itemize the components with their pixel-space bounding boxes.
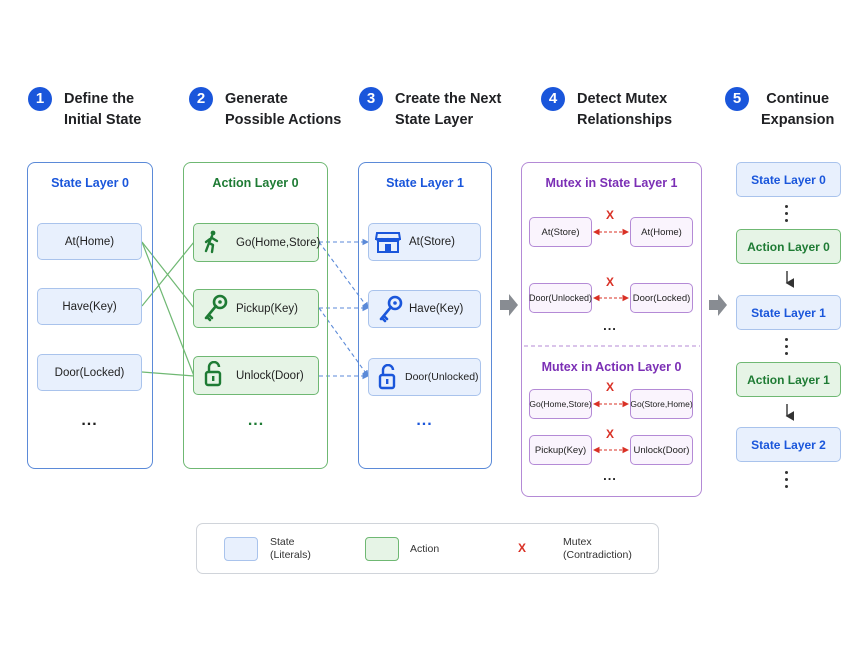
state-at-store-label: At(Store) <box>409 236 456 248</box>
legend-state-swatch <box>224 537 258 561</box>
unlocked-padlock-icon <box>204 361 222 387</box>
mutex-action-pair-1-left: Go(Home,Store) <box>529 389 592 419</box>
step-1-title-line2: Initial State <box>64 112 142 128</box>
expansion-state-layer-2: State Layer 2 <box>736 427 841 462</box>
mutex-action-more: ... <box>603 468 617 483</box>
legend-mutex-x: X <box>518 541 527 555</box>
legend-state-label: State (Literals) <box>270 536 311 562</box>
store-icon <box>375 232 401 253</box>
expansion-ellipsis-3 <box>785 471 789 492</box>
expansion-ellipsis-2 <box>785 338 789 359</box>
expansion-ellipsis-1 <box>785 205 789 226</box>
action-unlock-label: Unlock(Door) <box>236 369 304 382</box>
step-5-title: Continue Expansion <box>761 89 834 131</box>
mutex-x-mark: X <box>606 208 615 222</box>
step-4-title: Detect Mutex Relationships <box>577 89 672 131</box>
mutex-action-pair-2-right: Unlock(Door) <box>630 435 693 465</box>
state-layer-1-more: ... <box>416 412 433 429</box>
step-4-title-line2: Relationships <box>577 112 673 128</box>
step-2-title-line1: Generate <box>225 91 288 107</box>
mutex-x-mark: X <box>606 427 615 441</box>
mutex-state-pair-1-right: At(Home) <box>630 217 693 247</box>
walking-person-icon <box>204 230 219 254</box>
mutex-x-mark: X <box>606 275 615 289</box>
precondition-links <box>141 241 195 377</box>
key-icon <box>379 295 403 323</box>
expansion-state-layer-1: State Layer 1 <box>736 295 841 330</box>
legend-mutex-line2: (Contradiction) <box>563 549 632 561</box>
action-go-home-store: Go(Home,Store) <box>193 223 321 262</box>
key-icon <box>204 294 228 322</box>
step-5-title-line1: Continue <box>766 91 830 107</box>
mutex-action-title: Mutex in Action Layer 0 <box>541 360 682 374</box>
step-3-badge: 3 <box>359 87 383 111</box>
legend-action-label: Action <box>410 543 440 555</box>
step-4-badge: 4 <box>541 87 565 111</box>
action-layer-0-panel: Action Layer 0 <box>183 162 328 469</box>
mutex-x-mark: X <box>606 380 615 394</box>
legend-action-swatch <box>365 537 399 561</box>
mutex-state-more: ... <box>603 318 617 333</box>
mutex-state-pair-1-left: At(Store) <box>529 217 592 247</box>
state-at-home: At(Home) <box>37 223 142 260</box>
legend-mutex-line1: Mutex <box>563 536 592 548</box>
flow-arrow-2 <box>709 294 727 316</box>
step-1-title-line1: Define the <box>64 91 135 107</box>
step-2-title-line2: Possible Actions <box>225 112 342 128</box>
state-layer-0-panel: State Layer 0 <box>27 162 153 469</box>
state-door-unlocked-label: Door(Unlocked) <box>405 371 479 383</box>
step-4-title-line1: Detect Mutex <box>577 91 668 107</box>
step-5-title-line2: Expansion <box>761 112 835 128</box>
step-2-title: Generate Possible Actions <box>225 89 341 131</box>
state-layer-1-panel: State Layer 1 <box>358 162 492 469</box>
mutex-action-pair-2-left: Pickup(Key) <box>529 435 592 465</box>
legend: State (Literals) Action X Mutex (Contrad… <box>196 523 659 574</box>
legend-state-line2: (Literals) <box>270 549 311 561</box>
step-5-badge: 5 <box>725 87 749 111</box>
mutex-panel: Mutex in State Layer 1 Mutex in Action L… <box>521 162 702 497</box>
step-1-badge: 1 <box>28 87 52 111</box>
mutex-action-pair-1-right: Go(Store,Home) <box>630 389 693 419</box>
mutex-links <box>592 228 630 454</box>
action-layer-0-title: Action Layer 0 <box>212 176 299 190</box>
expansion-action-layer-1: Action Layer 1 <box>736 362 841 397</box>
state-door-locked: Door(Locked) <box>37 354 142 391</box>
state-layer-1-title: State Layer 1 <box>386 176 464 190</box>
state-layer-0-title: State Layer 0 <box>51 176 129 190</box>
state-have-key: Have(Key) <box>37 288 142 325</box>
state-have-key-l1-label: Have(Key) <box>409 303 464 315</box>
step-3-title-line2: State Layer <box>395 112 474 128</box>
flow-arrow-1 <box>500 294 518 316</box>
state-at-store: At(Store) <box>368 223 481 261</box>
mutex-state-pair-2-left: Door(Unlocked) <box>529 283 592 313</box>
mutex-state-pair-2-right: Door(Locked) <box>630 283 693 313</box>
step-1-title: Define the Initial State <box>64 89 141 131</box>
legend-mutex-label: Mutex (Contradiction) <box>563 536 632 562</box>
step-2-badge: 2 <box>189 87 213 111</box>
mutex-state-title: Mutex in State Layer 1 <box>545 176 678 190</box>
action-pickup-label: Pickup(Key) <box>236 302 298 315</box>
step-3-title-line1: Create the Next <box>395 91 502 107</box>
unlocked-padlock-icon <box>378 364 396 390</box>
action-layer-0-more: ... <box>247 412 265 429</box>
action-go-label: Go(Home,Store) <box>236 236 321 249</box>
expansion-action-layer-0: Action Layer 0 <box>736 229 841 264</box>
expansion-state-layer-0: State Layer 0 <box>736 162 841 197</box>
legend-state-line1: State <box>270 536 295 548</box>
state-layer-0-more: ... <box>81 412 98 429</box>
step-3-title: Create the Next State Layer <box>395 89 501 131</box>
state-have-key-l1: Have(Key) <box>368 290 481 328</box>
